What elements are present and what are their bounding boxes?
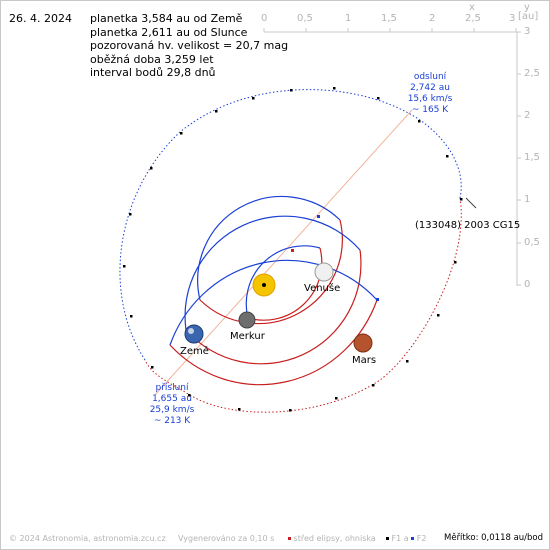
info-line-4: oběžná doba 3,259 let: [90, 52, 214, 66]
y-tick-0-5: 0,5: [524, 237, 540, 248]
planet-orbits: [169, 195, 378, 386]
perihelion-speed: 25,9 km/s: [149, 405, 195, 415]
legend-f1-label: F1 a: [391, 534, 409, 543]
perihelion-distance: 1,655 au: [152, 394, 192, 404]
venus-planet: [314, 262, 334, 282]
legend-black-dot-icon: [386, 537, 389, 540]
y-tick-0: 0: [524, 279, 531, 290]
info-line-5: interval bodů 29,8 dnů: [90, 66, 216, 79]
x-tick-3: 1,5: [381, 13, 397, 24]
x-tick-2: 1: [345, 13, 352, 24]
x-tick-0: 0: [261, 13, 268, 24]
legend-f2-label: F2: [416, 534, 427, 543]
asteroid-label: (133048) 2003 CG15: [415, 220, 521, 231]
x-tick-4: 2: [429, 13, 436, 24]
info-line-1: planetka 3,584 au od Země: [90, 12, 243, 25]
legend-center-label: střed elipsy, ohniska: [293, 534, 376, 543]
info-line-2: planetka 2,611 au od Slunce: [90, 25, 248, 39]
asteroid-position-dots: [123, 87, 463, 412]
asteroid-orbit-far: [119, 89, 462, 361]
perihelion-title: přísluní: [155, 383, 189, 393]
perihelion-temp: ~ 213 K: [153, 416, 191, 426]
y-tick-3: 3: [524, 26, 531, 37]
x-tick-6: 3: [509, 13, 516, 24]
asteroid-marker: [465, 197, 477, 209]
sun: [252, 273, 276, 297]
aphelion-info: odsluní 2,742 au 15,6 km/s ~ 165 K: [398, 72, 462, 116]
mercury-label: Merkur: [230, 331, 265, 342]
footer-generated: Vygenerováno za 0,10 s: [178, 534, 275, 543]
y-scale: [516, 31, 521, 286]
date-label: 26. 4. 2024: [9, 12, 72, 25]
y-tick-1: 1: [524, 194, 531, 205]
aphelion-speed: 15,6 km/s: [407, 94, 453, 104]
earth-orbit: [184, 215, 361, 331]
mars-orbit: [169, 259, 378, 346]
x-tick-5: 2,5: [465, 13, 481, 24]
footer-legend-center: střed elipsy, ohniska: [288, 534, 376, 543]
venus-label: Venuše: [304, 283, 341, 294]
x-tick-1: 0,5: [297, 13, 313, 24]
y-tick-2: 2: [524, 110, 531, 121]
x-axis-letter: x: [469, 2, 475, 13]
earth-cloud: [188, 328, 194, 334]
legend-blue-dot-icon: [411, 537, 415, 540]
footer-legend-f1: F1 a F2: [386, 534, 426, 543]
aphelion-title: odsluní: [413, 72, 447, 82]
axis-unit: [au]: [518, 11, 539, 22]
earth-label: Země: [180, 346, 209, 357]
y-axis-letter: y: [524, 2, 530, 13]
footer-scale: Měřítko: 0,0118 au/bod: [444, 533, 544, 543]
mars-label: Mars: [352, 355, 377, 366]
y-tick-2-5: 2,5: [524, 68, 540, 79]
mercury-planet: [238, 311, 256, 329]
orbit-markers: [291, 215, 379, 301]
earth-planet: [184, 324, 204, 344]
info-line-3: pozorovaná hv. velikost = 20,7 mag: [90, 39, 289, 52]
legend-red-dot-icon: [288, 537, 291, 540]
venus-orbit: [197, 195, 341, 301]
aphelion-temp: ~ 165 K: [411, 105, 449, 115]
footer-copyright: © 2024 Astronomia, astronomia.zcu.cz: [9, 534, 166, 543]
apsides-line: [154, 109, 413, 396]
x-scale: [263, 28, 517, 33]
mars-planet: [353, 333, 373, 353]
aphelion-distance: 2,742 au: [410, 83, 450, 93]
asteroid-orbit-near: [144, 197, 462, 413]
y-tick-1-5: 1,5: [524, 152, 540, 163]
perihelion-info: přísluní 1,655 au 25,9 km/s ~ 213 K: [140, 383, 204, 427]
